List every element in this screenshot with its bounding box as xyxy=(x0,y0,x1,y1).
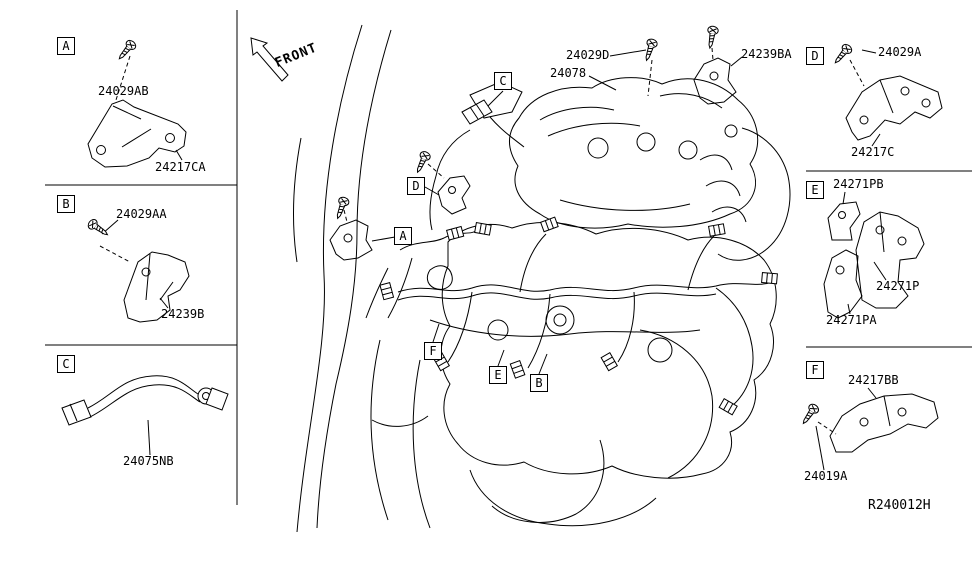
panel-a-bracket-part-label: 24217CA xyxy=(155,160,206,174)
panel-e-right-part-label: 24271P xyxy=(876,279,920,293)
panel-d-art xyxy=(830,42,943,147)
diagram-code: R240012H xyxy=(868,498,931,513)
panel-c-harness-part-label: 24075NB xyxy=(123,454,174,468)
connector-icon xyxy=(446,225,465,241)
engine-screw-part-label: 24029D xyxy=(566,48,610,62)
connector-icon xyxy=(540,216,559,233)
panel-b-bracket-part-label: 24239B xyxy=(161,307,205,321)
engine-callout-b: B xyxy=(530,374,548,392)
engine-art xyxy=(293,24,791,533)
connector-icon xyxy=(718,398,738,416)
center-leaders xyxy=(329,24,743,375)
engine-callout-f: F xyxy=(424,342,442,360)
front-arrow-icon xyxy=(250,37,289,82)
section-dividers xyxy=(45,10,972,505)
screw-icon xyxy=(85,217,111,240)
panel-c-art xyxy=(61,375,229,456)
connector-icon xyxy=(509,360,526,379)
panel-e-bottom-part-label: 24271PA xyxy=(826,313,877,327)
panel-a-screw-part-label: 24029AB xyxy=(98,84,149,98)
engine-callout-e: E xyxy=(489,366,507,384)
screw-icon xyxy=(798,401,821,427)
panel-c-callout: C xyxy=(57,355,75,373)
engine-bracket-part-label: 24239BA xyxy=(741,47,792,61)
connector-icon xyxy=(600,352,618,372)
engine-harness-part-label: 24078 xyxy=(550,66,587,80)
panel-a-callout: A xyxy=(57,37,75,55)
connector-icon xyxy=(761,272,778,285)
panel-e-callout: E xyxy=(806,181,824,199)
panel-d-callout: D xyxy=(806,47,824,65)
panel-f-art xyxy=(798,387,939,471)
panel-e-top-part-label: 24271PB xyxy=(833,177,884,191)
screw-icon xyxy=(332,195,351,221)
panel-e-art xyxy=(823,191,925,319)
screw-icon xyxy=(704,24,720,50)
screw-icon xyxy=(114,38,138,63)
connector-icon xyxy=(708,223,726,237)
engine-callout-c: C xyxy=(494,72,512,90)
panel-f-screw-part-label: 24019A xyxy=(804,469,848,483)
connector-icon xyxy=(379,282,395,301)
panel-f-bracket-part-label: 24217BB xyxy=(848,373,899,387)
panel-b-screw-part-label: 24029AA xyxy=(116,207,167,221)
screw-icon xyxy=(830,42,854,67)
panel-f-callout: F xyxy=(806,361,824,379)
panel-d-screw-part-label: 24029A xyxy=(878,45,922,59)
panel-b-callout: B xyxy=(57,195,75,213)
panel-a-art xyxy=(87,38,187,168)
screw-icon xyxy=(412,149,433,175)
engine-callout-d: D xyxy=(407,177,425,195)
panel-b-art xyxy=(85,217,190,323)
panel-d-bracket-part-label: 24217C xyxy=(851,145,895,159)
engine-callout-a: A xyxy=(394,227,412,245)
connector-icon xyxy=(474,222,492,236)
